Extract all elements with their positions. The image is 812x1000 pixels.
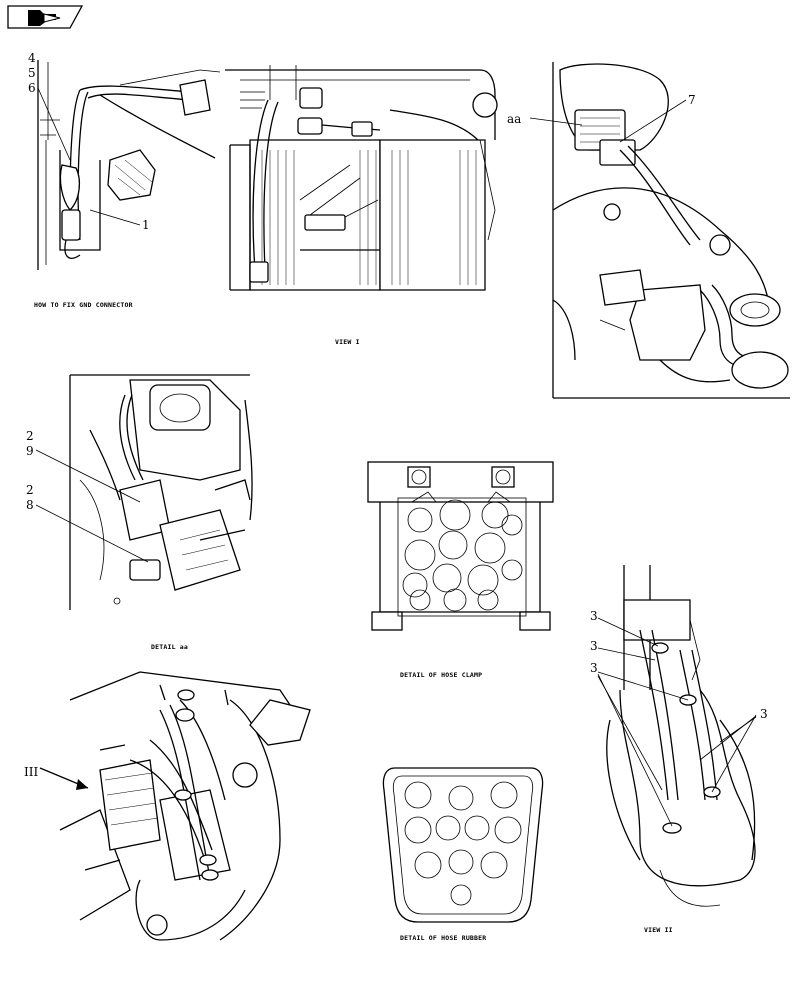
detail-aa-illustration — [69, 374, 253, 610]
gnd-connector-illustration — [37, 60, 221, 270]
callout-6: 6 — [28, 81, 36, 95]
callout-5: 5 — [28, 66, 36, 80]
view-1-battery-illustration — [225, 65, 498, 291]
callout-3b: 3 — [590, 639, 598, 653]
callout-3c: 3 — [590, 661, 598, 675]
callout-3d: 3 — [760, 707, 768, 721]
callout-7: 7 — [688, 93, 696, 107]
callout-aa: aa — [507, 112, 521, 126]
callout-2b: 2 — [26, 483, 34, 497]
hose-clamp-holes — [402, 499, 523, 612]
view-2-illustration — [606, 565, 756, 907]
caption-view-2: VIEW II — [644, 926, 673, 934]
caption-hose-clamp: DETAIL OF HOSE CLAMP — [400, 671, 482, 679]
callout-1: 1 — [142, 218, 150, 232]
callout-9: 9 — [26, 444, 34, 458]
caption-detail-aa: DETAIL aa — [151, 643, 188, 651]
next-page-arrow-icon[interactable] — [7, 5, 84, 29]
callout-2a: 2 — [26, 429, 34, 443]
hose-clamp-illustration — [367, 461, 554, 631]
callout-4: 4 — [28, 51, 36, 65]
caption-gnd-connector: HOW TO FIX GND CONNECTOR — [34, 301, 133, 309]
caption-view-1: VIEW I — [335, 338, 360, 346]
callout-8: 8 — [26, 498, 34, 512]
callout-roman-3: III — [24, 765, 38, 779]
bottom-left-assembly-illustration — [59, 671, 311, 941]
top-right-assembly-illustration — [552, 62, 790, 399]
caption-hose-rubber: DETAIL OF HOSE RUBBER — [400, 934, 486, 942]
hose-rubber-illustration — [382, 767, 544, 923]
callout-3a: 3 — [590, 609, 598, 623]
